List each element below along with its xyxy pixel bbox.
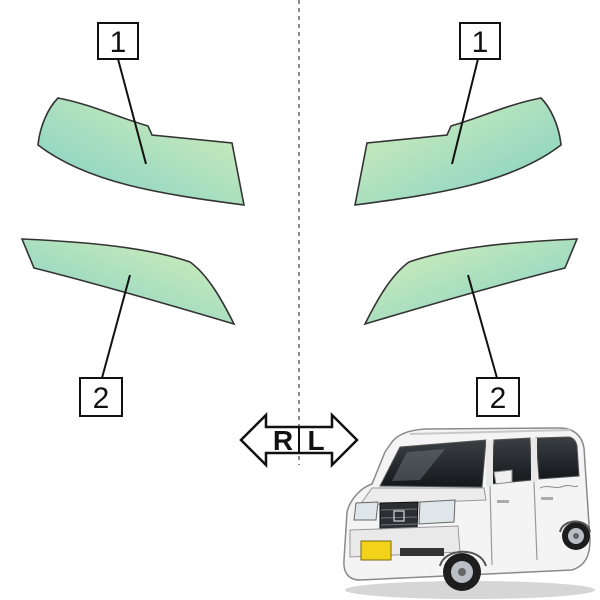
upper-right-glass xyxy=(355,98,561,205)
label-2-right: 2 xyxy=(490,382,507,415)
car-grille xyxy=(380,502,418,531)
car-right-headlight xyxy=(419,500,455,524)
car-illustration xyxy=(344,428,595,599)
car-license-plate xyxy=(361,541,391,560)
direction-right-label: R xyxy=(273,425,293,456)
upper-left-glass xyxy=(38,98,244,205)
label-1-left: 1 xyxy=(110,26,127,59)
car-left-headlight xyxy=(354,502,378,520)
lower-right-glass xyxy=(365,239,577,324)
label-2-left: 2 xyxy=(93,382,110,415)
label-1-right: 1 xyxy=(472,26,489,59)
car-rear-side-window xyxy=(536,437,579,479)
direction-left-label: L xyxy=(307,425,324,456)
